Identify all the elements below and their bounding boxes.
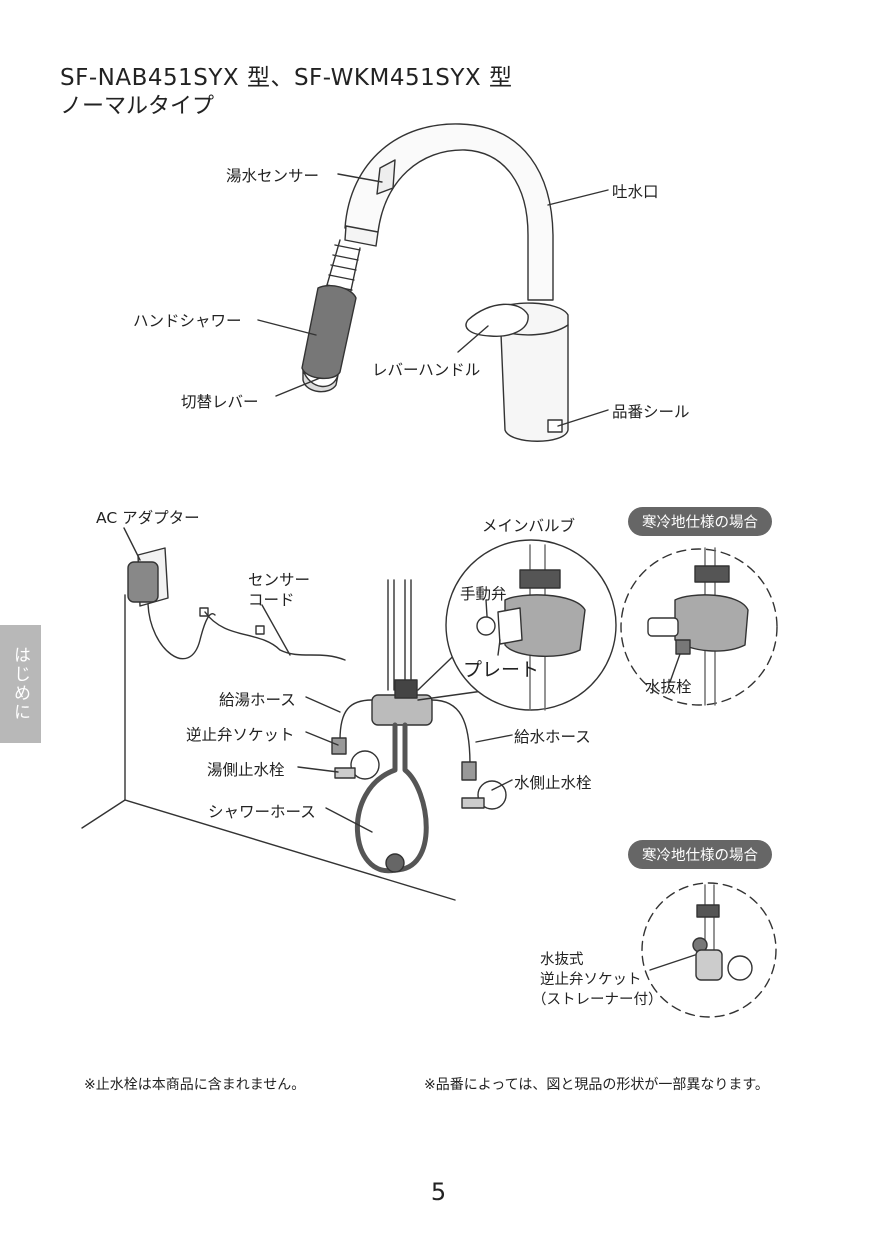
main-valve-detail — [445, 539, 617, 711]
label-plate: プレート — [463, 659, 540, 681]
label-cold-stop-valve: 水側止水栓 — [514, 774, 592, 792]
label-drain-socket-1: 水抜式 — [540, 952, 584, 968]
label-drain-socket-3: （ストレーナー付） — [532, 992, 663, 1008]
label-sensor-cord-2: コード — [248, 591, 295, 609]
label-main-valve: メインバルブ — [482, 517, 576, 535]
label-lever-handle: レバーハンドル — [372, 361, 481, 379]
section-tab: はじめに — [0, 625, 41, 743]
label-hot-hose: 給湯ホース — [219, 691, 296, 709]
label-switch-lever: 切替レバー — [181, 393, 259, 411]
label-cold-hose: 給水ホース — [514, 728, 591, 746]
cold-region-parts-1 — [647, 547, 749, 706]
label-manual-valve: 手動弁 — [460, 585, 507, 603]
label-sensor-cord-1: センサー — [248, 571, 311, 589]
piping-illustration — [81, 527, 513, 901]
label-spout: 吐水口 — [612, 183, 659, 201]
label-drain-socket-2: 逆止弁ソケット — [540, 972, 642, 988]
note-left: ※止水栓は本商品に含まれません。 — [84, 1077, 306, 1093]
page-subtitle: ノーマルタイプ — [60, 94, 215, 119]
cold-region-badge-1: 寒冷地仕様の場合 — [628, 507, 772, 536]
cold-region-parts-2 — [649, 884, 753, 981]
cold-region-badge-2: 寒冷地仕様の場合 — [628, 840, 772, 869]
faucet-illustration — [257, 123, 609, 442]
label-hand-shower: ハンドシャワー — [133, 312, 242, 330]
page-number: 5 — [430, 1178, 447, 1206]
label-sensor: 湯水センサー — [226, 167, 320, 185]
label-drain-plug: 水抜栓 — [645, 678, 692, 696]
label-part-seal: 品番シール — [612, 403, 690, 421]
label-ac-adapter: AC アダプター — [96, 509, 200, 527]
label-shower-hose: シャワーホース — [208, 803, 316, 821]
page-title: SF-NAB451SYX 型、SF-WKM451SYX 型 — [60, 65, 513, 91]
label-check-valve-socket: 逆止弁ソケット — [186, 726, 295, 744]
note-right: ※品番によっては、図と現品の形状が一部異なります。 — [424, 1077, 769, 1093]
label-hot-stop-valve: 湯側止水栓 — [207, 761, 285, 779]
